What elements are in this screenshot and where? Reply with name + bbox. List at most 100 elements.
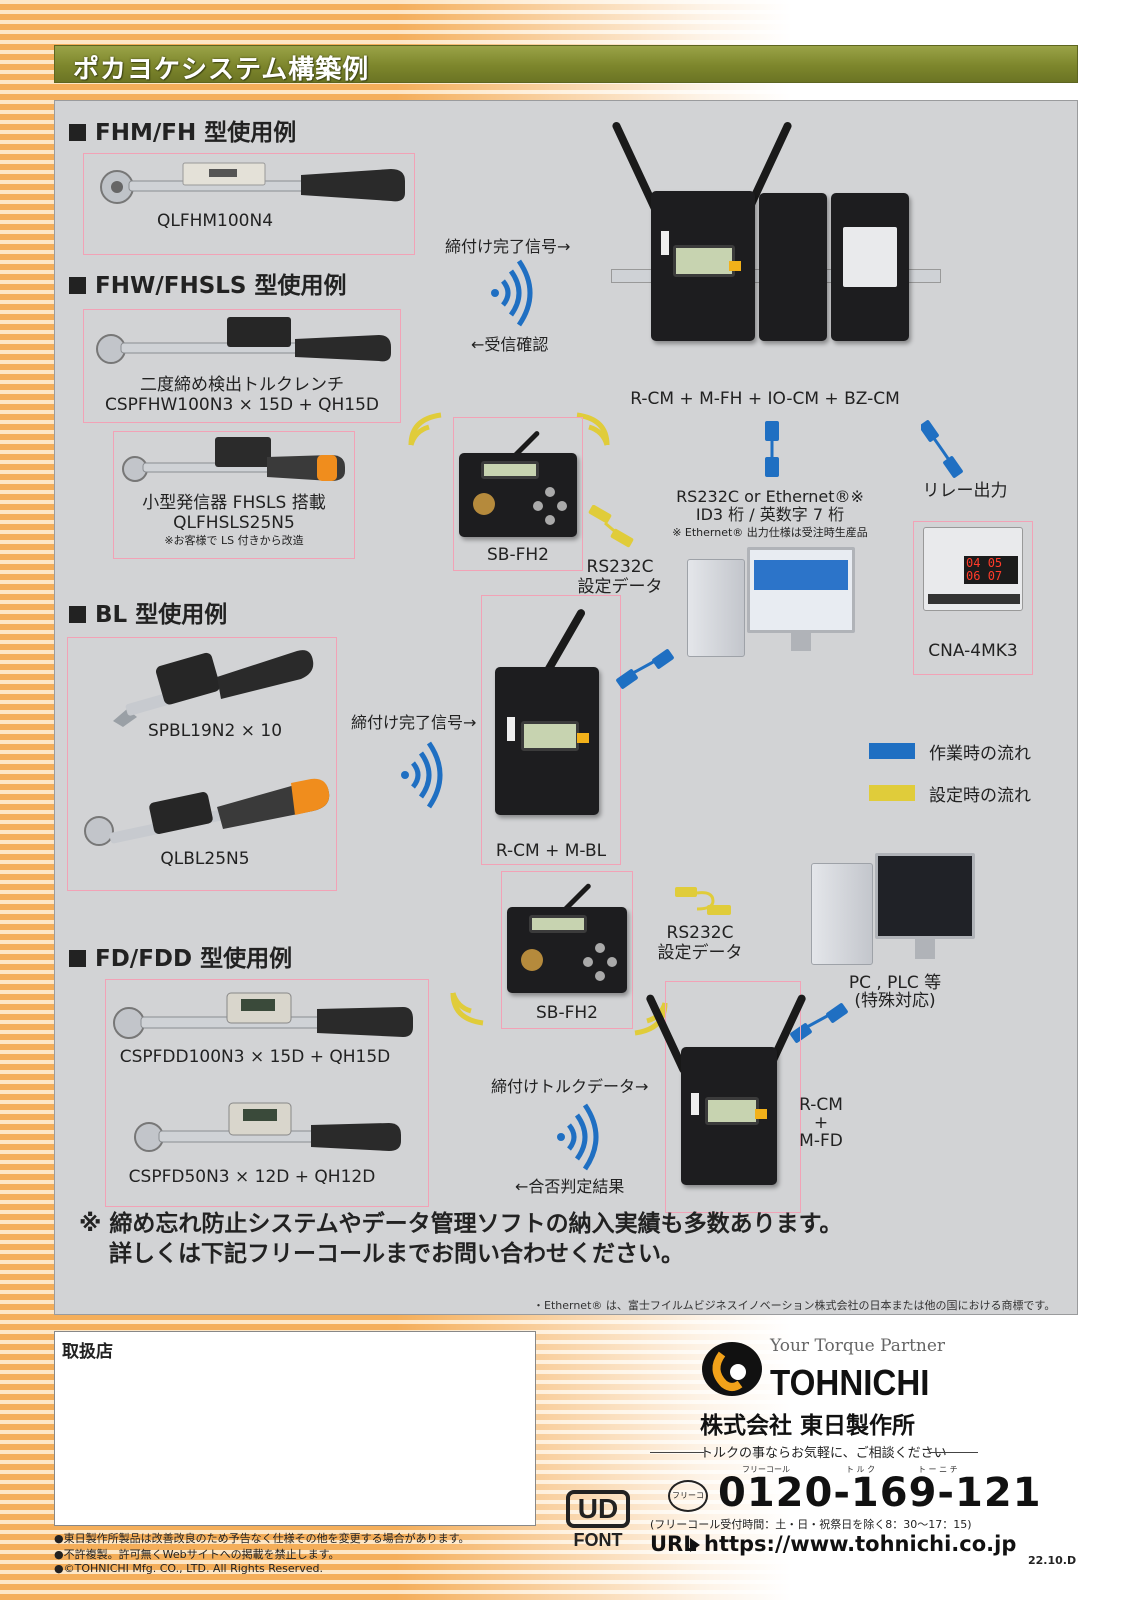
device-label-sb-fh2-bottom: SB-FH2	[536, 1003, 598, 1023]
product-box-cspfhw	[83, 309, 401, 423]
phone-number[interactable]: 0120-169-121	[718, 1470, 1042, 1516]
connection-relay: リレー出力	[922, 481, 1008, 501]
r-cm-m-fd-unit-image	[681, 1047, 777, 1185]
product-label-cspfd: CSPFD50N3 × 12D + QH12D	[128, 1167, 376, 1187]
note-main-line2: 詳しくは下記フリーコールまでお問い合わせください。	[109, 1241, 684, 1267]
device-box-sb-fh2-bottom	[501, 871, 633, 1029]
io-cm-unit-image	[759, 193, 827, 341]
device-label-pc-plc-line1: PC , PLC 等	[848, 973, 942, 993]
cna-4mk3-image: 04 05 06 07	[923, 527, 1023, 611]
page-title: ポカヨケシステム構築例	[73, 55, 370, 85]
pc-monitor-image	[747, 547, 855, 633]
product-note-qlfhsls: ※お客様で LS 付きから改造	[164, 534, 304, 547]
device-label-sb-fh2-top: SB-FH2	[487, 545, 549, 565]
wireless-yellow-icon	[408, 412, 442, 446]
section-title-bl: BL 型使用例	[69, 595, 227, 629]
ud-font-sub: FONT	[573, 1530, 623, 1550]
disclaimer-line2: ●不許複製。許可無くWebサイトへの掲載を禁止します。	[54, 1548, 340, 1561]
disclaimer-line3: ●©TOHNICHI Mfg. CO., LTD. All Rights Res…	[54, 1562, 323, 1575]
torque-wrench-fhw-image	[96, 317, 391, 364]
section-title-fd: FD/FDD 型使用例	[69, 939, 292, 973]
free-dial-icon: フリーコール	[668, 1480, 708, 1512]
lcd-display	[673, 245, 735, 277]
connection-rs232-line2: ID3 桁 / 英数字 7 桁	[695, 505, 845, 524]
product-label-cspfhw-line2: CSPFHW100N3 × 15D + QH15D	[105, 395, 379, 415]
blue-cable-icon	[790, 1003, 848, 1043]
wireless-blue-icon	[491, 259, 533, 327]
torque-wrench-fhsls-image	[122, 437, 345, 482]
device-label-fd-unit-line1: R-CM	[799, 1095, 843, 1115]
torque-wrench-qlbl-image	[84, 778, 330, 846]
connection-setting2-line1: RS232C	[666, 923, 734, 943]
device-label-bl-unit: R-CM + M-BL	[495, 841, 607, 861]
connection-setting2-line2: 設定データ	[657, 943, 743, 963]
legend-setting: 設定時の流れ	[929, 786, 1031, 806]
pc-monitor-image	[875, 853, 975, 939]
wireless-yellow-icon	[576, 412, 610, 446]
device-box-cna	[913, 521, 1033, 675]
lcd-display	[529, 915, 587, 933]
pc-tower-image	[811, 863, 873, 965]
torque-wrench-cspfdd-image	[113, 992, 413, 1039]
signal-bl-complete: 締付け完了信号→	[351, 713, 477, 732]
dealer-box: 取扱店	[54, 1331, 536, 1526]
consult-text: トルクの事ならお気軽に、ご相談ください	[700, 1446, 947, 1461]
wireless-blue-icon	[557, 1103, 599, 1171]
divider	[650, 1452, 704, 1453]
signal-fd-data: 締付けトルクデータ→	[491, 1077, 649, 1096]
section-title-fhm: FHM/FH 型使用例	[69, 113, 296, 147]
indicator-button	[577, 733, 589, 743]
ruby-tohnichi: ト ー ニ チ	[918, 1465, 958, 1474]
section-title-fhw: FHW/FHSLS 型使用例	[69, 266, 346, 300]
product-box-qlfhsls	[113, 431, 355, 559]
ud-font-logo: UD	[566, 1490, 630, 1528]
website-url[interactable]: https://www.tohnichi.co.jp	[704, 1532, 1017, 1556]
legend-swatch-setting	[869, 785, 915, 801]
legend-work: 作業時の流れ	[929, 744, 1031, 764]
note-trademark: ・Ethernet® は、富士フイルムビジネスイノベーション株式会社の日本または…	[533, 1299, 1056, 1312]
product-label-qlfhsls-line2: QLFHSLS25N5	[173, 513, 295, 533]
power-button-icon	[473, 493, 495, 515]
torque-wrench-cspfd-image	[134, 1102, 401, 1152]
divider	[930, 1452, 978, 1453]
diagram-panel: FHM/FH 型使用例 QLFHM100N4 FHW/FHSLS 型使用例 二度…	[54, 100, 1078, 1315]
device-label-main-unit: R-CM + M-FH + IO-CM + BZ-CM	[630, 389, 900, 409]
product-label-spbl: SPBL19N2 × 10	[147, 721, 283, 741]
device-label-pc-plc-line2: (特殊対応)	[854, 991, 936, 1011]
tohnichi-logo-icon	[702, 1342, 762, 1396]
product-label-qlfhsls-line1: 小型発信器 FHSLS 搭載	[142, 493, 326, 513]
monitor-stand	[791, 633, 811, 651]
section-header-bar: ポカヨケシステム構築例	[54, 45, 1078, 85]
pc-tower-image	[687, 559, 745, 657]
blue-cable-icon	[921, 420, 963, 478]
brand-tagline: Your Torque Partner	[770, 1336, 946, 1356]
connection-setting1-line1: RS232C	[586, 557, 654, 577]
signal-fh-ack: ←受信確認	[471, 335, 549, 354]
keypad-icon	[583, 943, 617, 983]
lcd-display	[521, 721, 579, 751]
power-button-icon	[521, 949, 543, 971]
r-cm-unit-image	[651, 191, 755, 341]
connection-setting1-line2: 設定データ	[577, 577, 663, 597]
legend-swatch-work	[869, 743, 915, 759]
lcd-display	[705, 1097, 759, 1125]
keypad-icon	[533, 487, 567, 527]
url-label: URL	[650, 1532, 697, 1556]
blue-cable-icon	[616, 649, 674, 689]
device-box-sb-fh2-top	[453, 417, 583, 571]
terminal-block	[928, 594, 1020, 604]
sb-fh2-bottom-image	[507, 907, 627, 993]
note-main-line1: ※ 締め忘れ防止システムやデータ管理ソフトの納入実績も多数あります。	[79, 1211, 843, 1237]
device-label-fd-unit-line2: +	[813, 1113, 829, 1133]
document-code: 22.10.D	[1028, 1554, 1077, 1567]
connection-rs232-note: ※ Ethernet® 出力仕様は受注時生産品	[672, 526, 868, 539]
ruby-free-call: フリーコール	[742, 1465, 790, 1474]
device-label-cna: CNA-4MK3	[928, 641, 1018, 661]
wireless-blue-icon	[401, 741, 443, 809]
connection-rs232-line1: RS232C or Ethernet®※	[676, 487, 864, 506]
device-label-fd-unit-line3: M-FD	[799, 1131, 843, 1151]
product-box-bl	[67, 637, 337, 891]
lcd-display	[481, 461, 539, 479]
wireless-yellow-icon	[450, 992, 484, 1026]
device-box-fd-unit	[665, 981, 801, 1213]
